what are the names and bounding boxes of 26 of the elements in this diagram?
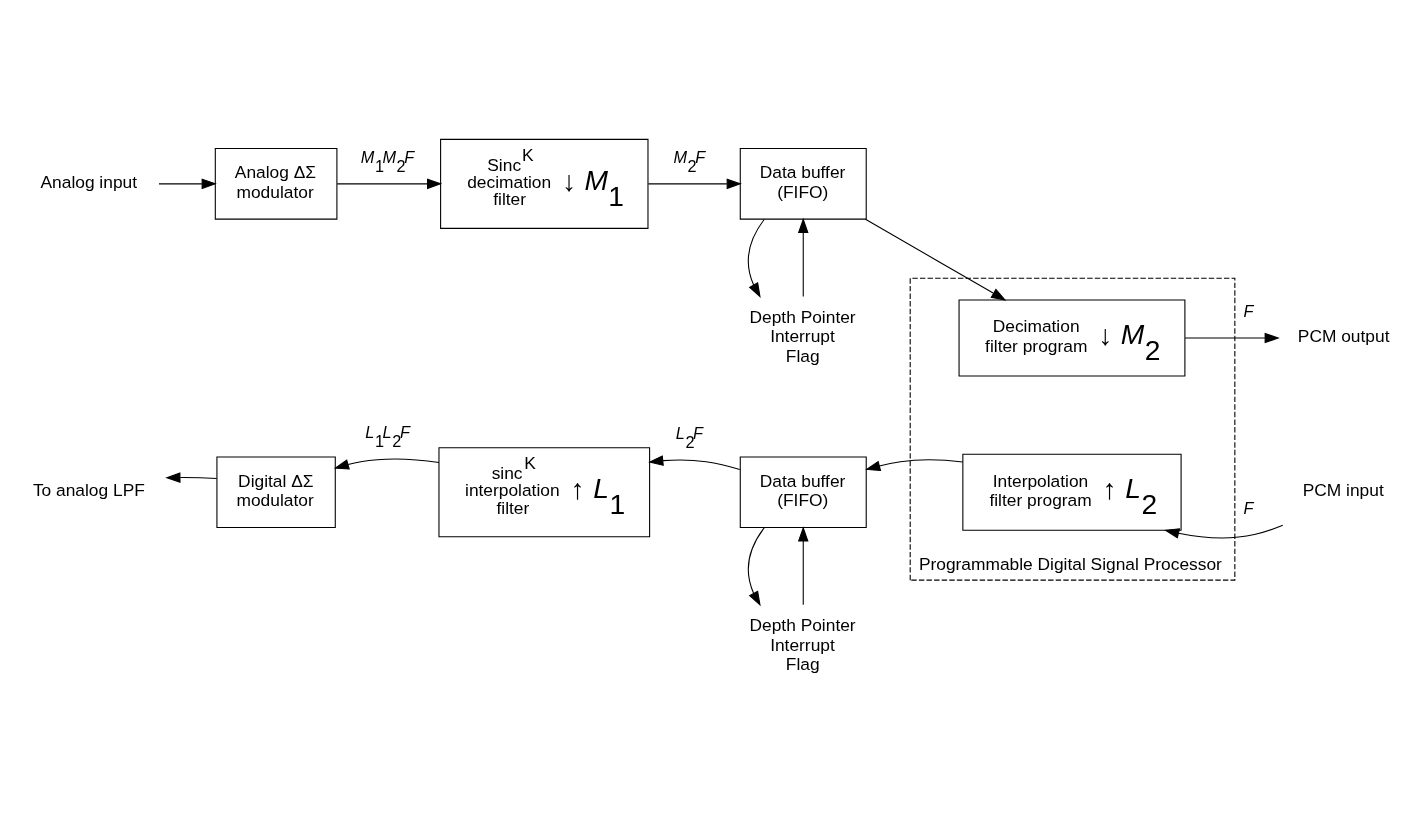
node-text: PCM input <box>1302 480 1384 501</box>
arrow <box>797 526 809 606</box>
arrow <box>647 178 742 190</box>
arrow <box>797 217 809 298</box>
arrow <box>747 527 765 607</box>
edge-label: F <box>1243 302 1254 321</box>
arrow <box>865 459 964 472</box>
node-box: Analog ΔΣ modulator <box>214 148 338 220</box>
arrow <box>1164 524 1284 539</box>
node-box: Digital ΔΣ modulator <box>216 456 336 529</box>
arrow <box>648 455 741 470</box>
node-text: Analog input <box>40 171 138 192</box>
node-text: To analog LPF <box>32 480 145 501</box>
node-box: Data buffer (FIFO) <box>739 148 867 220</box>
node-box: Data buffer (FIFO) <box>739 456 867 529</box>
arrow <box>165 472 218 483</box>
arrow <box>333 458 440 470</box>
node-text: Depth Pointer Interrupt Flag <box>749 306 856 366</box>
node-text: PCM output <box>1297 326 1390 347</box>
arrow <box>864 218 1007 301</box>
arrow <box>336 178 443 190</box>
arrow <box>1184 332 1280 344</box>
arrow <box>747 218 765 298</box>
edge-label: F <box>1243 498 1254 517</box>
node-text: Depth Pointer Interrupt Flag <box>749 614 856 675</box>
arrow <box>158 178 217 190</box>
